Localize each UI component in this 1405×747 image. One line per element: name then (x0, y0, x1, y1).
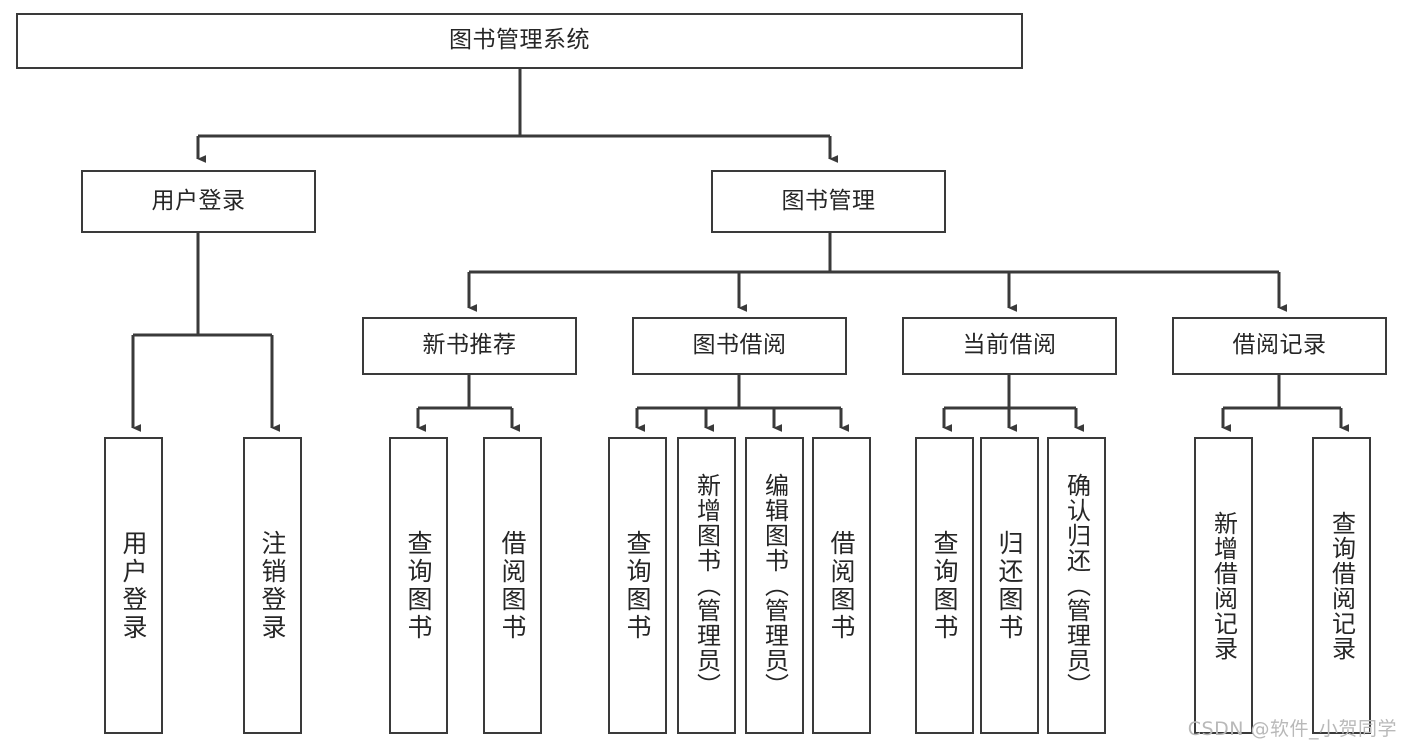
node-label: 借阅图书 (827, 529, 856, 642)
node-user-login[interactable]: 用户登录 (81, 170, 316, 233)
node-leaf-query-book-recommend[interactable]: 查询图书 (389, 437, 448, 734)
node-root-book-management-system[interactable]: 图书管理系统 (16, 13, 1023, 69)
node-label: 借阅记录 (1232, 332, 1327, 359)
node-label: 图书管理系统 (449, 27, 590, 54)
node-leaf-return-book[interactable]: 归还图书 (980, 437, 1039, 734)
node-label: 归还图书 (995, 529, 1024, 642)
node-label: 图书借阅 (692, 332, 787, 359)
node-label: 编辑图书（管理员） (760, 473, 789, 698)
node-borrowing-record[interactable]: 借阅记录 (1172, 317, 1387, 375)
node-label: 当前借阅 (962, 332, 1057, 359)
node-label: 查询图书 (404, 529, 433, 642)
node-leaf-add-book-admin[interactable]: 新增图书（管理员） (677, 437, 736, 734)
node-leaf-user-login[interactable]: 用户登录 (104, 437, 163, 734)
node-label: 图书管理 (781, 187, 876, 214)
node-leaf-query-book-borrow[interactable]: 查询图书 (608, 437, 667, 734)
node-label: 查询借阅记录 (1327, 510, 1356, 661)
node-leaf-query-borrow-record[interactable]: 查询借阅记录 (1312, 437, 1371, 734)
node-leaf-query-book-current[interactable]: 查询图书 (915, 437, 974, 734)
node-book-management[interactable]: 图书管理 (711, 170, 946, 233)
node-label: 用户登录 (151, 187, 246, 214)
node-label: 确认归还（管理员） (1062, 473, 1091, 698)
node-leaf-borrow-book-recommend[interactable]: 借阅图书 (483, 437, 542, 734)
node-label: 查询图书 (930, 529, 959, 642)
node-label: 新书推荐 (422, 332, 517, 359)
node-label: 查询图书 (623, 529, 652, 642)
node-current-borrowing[interactable]: 当前借阅 (902, 317, 1117, 375)
node-label: 新增图书（管理员） (692, 473, 721, 698)
node-label: 用户登录 (119, 529, 148, 642)
node-new-book-recommendation[interactable]: 新书推荐 (362, 317, 577, 375)
node-leaf-add-borrow-record[interactable]: 新增借阅记录 (1194, 437, 1253, 734)
node-leaf-confirm-return-admin[interactable]: 确认归还（管理员） (1047, 437, 1106, 734)
node-label: 借阅图书 (498, 529, 527, 642)
node-leaf-logout-login[interactable]: 注销登录 (243, 437, 302, 734)
node-book-borrowing[interactable]: 图书借阅 (632, 317, 847, 375)
node-label: 注销登录 (258, 529, 287, 642)
node-label: 新增借阅记录 (1209, 510, 1238, 661)
node-leaf-borrow-book[interactable]: 借阅图书 (812, 437, 871, 734)
node-leaf-edit-book-admin[interactable]: 编辑图书（管理员） (745, 437, 804, 734)
